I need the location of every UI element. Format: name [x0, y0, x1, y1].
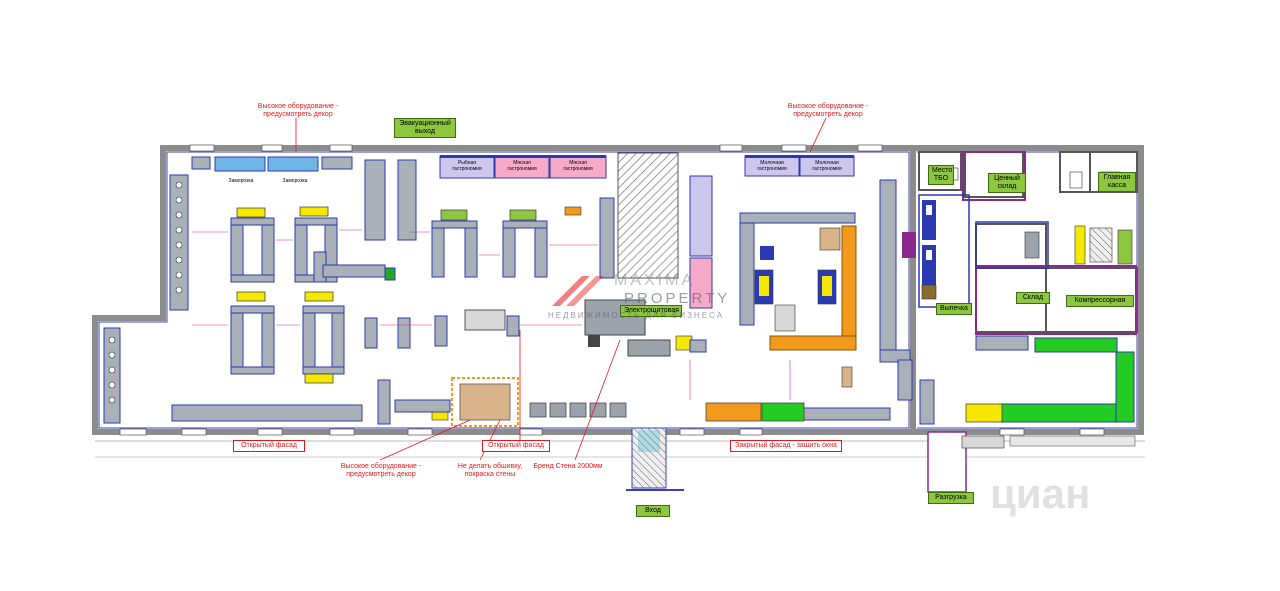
right-wall-racks — [897, 359, 935, 425]
rack-markers-left — [108, 181, 183, 404]
unloading-dock — [927, 431, 1136, 493]
entrance-vestibule — [626, 427, 684, 491]
tag-unloading: Разгрузка — [928, 492, 974, 504]
tag-waste-place: Место ТБО — [928, 165, 954, 185]
facade-open-center: Открытый фасад — [482, 440, 550, 452]
dept-dairy-1: Молочная гастрономия — [757, 160, 787, 172]
outer-walls — [92, 145, 1144, 435]
tag-electrical-room: Электрощитовая — [620, 305, 682, 317]
side-counters-mid — [599, 175, 713, 309]
dept-counters — [439, 155, 607, 179]
dept-fish: Рыбная гастрономия — [452, 160, 482, 172]
dimension-lines — [192, 229, 791, 400]
maxima-logo-icon — [552, 276, 604, 306]
tag-bakery: Выпечка — [936, 303, 972, 315]
dept-counter-backs — [440, 155, 606, 158]
windows-bottom — [119, 428, 1105, 436]
gondolas-right — [689, 179, 911, 421]
watermark-brand-top: MAXIMA — [614, 272, 696, 289]
wall-racks-left — [103, 159, 417, 424]
freezers-top-left — [191, 156, 353, 172]
passage-racks — [313, 251, 396, 283]
watermark-logo-mark — [548, 270, 618, 310]
note-tall-equipment-top-right: Высокое оборудование - предусмотреть дек… — [787, 103, 869, 118]
watermark-brand-mid: PROPERTY — [624, 290, 731, 307]
tag-entrance: Вход — [636, 505, 670, 517]
dept-meat-1: Мясная гастрономия — [507, 160, 537, 172]
dept-frozen-2: Заморозка — [282, 178, 308, 184]
bakery-counter-right — [754, 225, 857, 351]
tag-main-cash: Главная касса — [1098, 172, 1136, 192]
dept-frozen-1: Заморозка — [228, 178, 254, 184]
tag-evacuation-exit: Эвакуационный выход — [394, 118, 456, 138]
note-tall-equipment-bottom: Высокое оборудование - предусмотреть дек… — [340, 463, 422, 478]
dept-meat-2: Мясная гастрономия — [563, 160, 593, 172]
watermark-cian: циан — [990, 470, 1091, 517]
tag-valuable-warehouse: Ценный склад — [988, 173, 1026, 193]
gondolas-mid — [431, 220, 548, 347]
facade-closed-right: Закрытый фасад - зашить окна — [730, 440, 842, 452]
orange-stand — [564, 206, 582, 216]
tag-warehouse: Склад — [1016, 292, 1050, 304]
annotation-leaders — [295, 117, 827, 461]
promo-tables-left — [236, 206, 334, 384]
dept-counters-right — [744, 155, 855, 177]
tag-compressor-room: Компрессорная — [1066, 295, 1134, 307]
racks-lower-mid — [377, 379, 451, 425]
back-equipment — [921, 167, 1133, 300]
note-no-cladding: Не делать обшивку, покраска стены — [457, 463, 523, 478]
facade-open-left: Открытый фасад — [233, 440, 305, 452]
green-fridges — [965, 335, 1135, 423]
note-brand-wall: Бренд Стена 2000мм — [533, 463, 603, 470]
bakery-island — [431, 377, 519, 427]
note-tall-equipment-top-left: Высокое оборудование - предусмотреть дек… — [257, 103, 339, 118]
orange-dept-bottom — [705, 366, 853, 422]
windows-top — [189, 144, 883, 152]
promo-tables-mid — [440, 209, 537, 221]
central-column — [617, 152, 679, 279]
watermark-brand-sub: НЕДВИЖИМОСТЬ ДЛЯ БИЗНЕСА — [548, 311, 725, 320]
dept-dairy-2: Молочная гастрономия — [812, 160, 842, 172]
door-marker-purple — [902, 232, 916, 258]
